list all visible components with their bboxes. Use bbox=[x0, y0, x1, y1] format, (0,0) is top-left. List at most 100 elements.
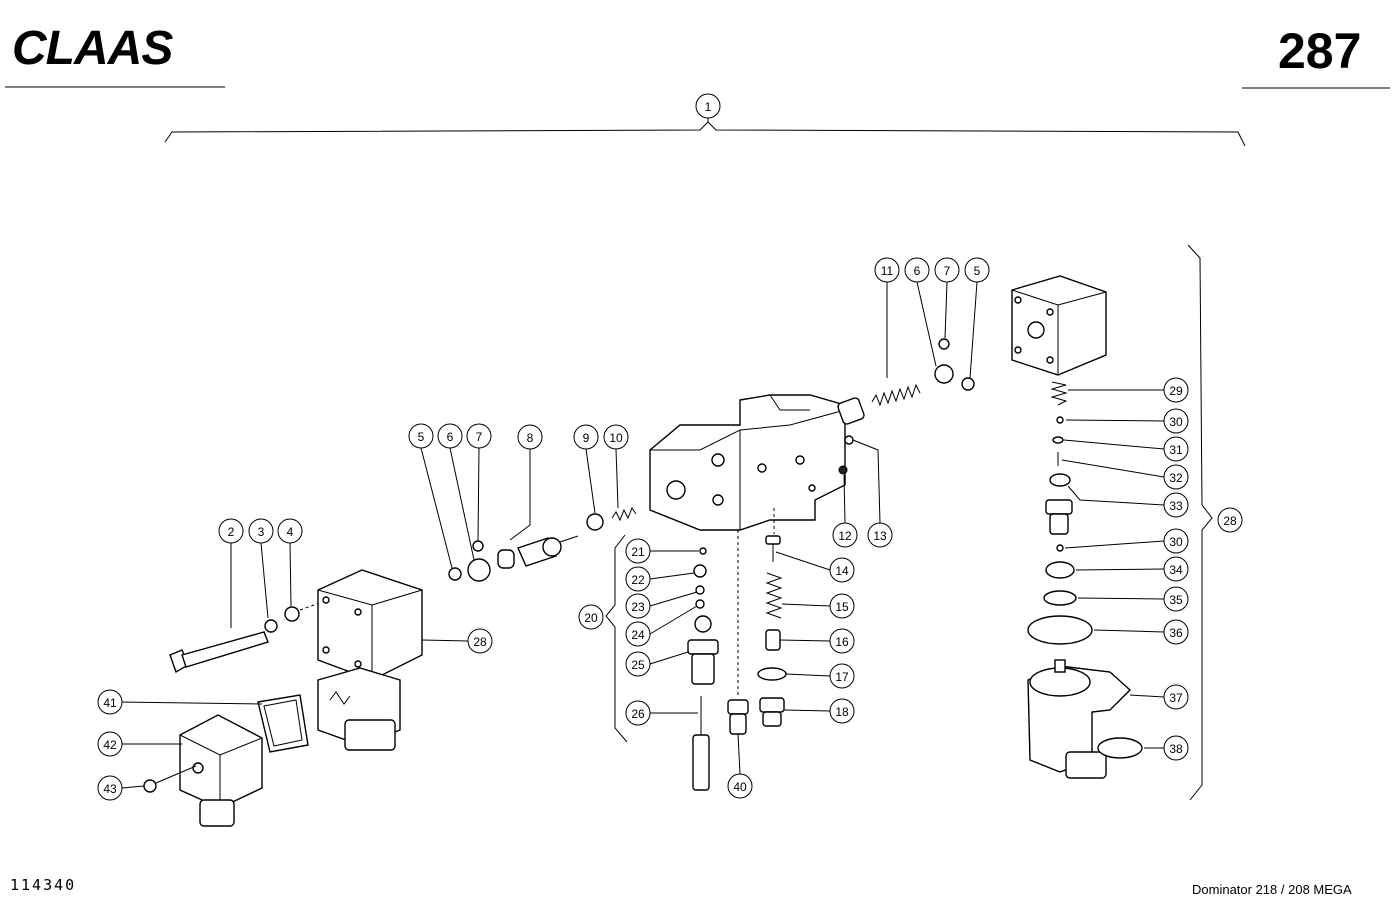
callout-leader bbox=[779, 639, 831, 642]
callout-leader bbox=[449, 447, 475, 561]
ring-5-top bbox=[961, 377, 975, 391]
callout-leader bbox=[121, 785, 145, 789]
page-number: 287 bbox=[1278, 23, 1361, 79]
ring-6-left bbox=[467, 558, 491, 582]
callout-label: 30 bbox=[1169, 535, 1183, 549]
valve-insert-right bbox=[1045, 499, 1073, 535]
callout-balloon bbox=[578, 604, 604, 630]
callout-balloon bbox=[625, 700, 651, 726]
callout-label: 6 bbox=[447, 430, 454, 444]
callout-label: 4 bbox=[287, 525, 294, 539]
callout-balloon bbox=[625, 651, 651, 677]
callout-leader bbox=[843, 474, 846, 524]
callout-leader bbox=[916, 281, 937, 367]
valve-insert-25 bbox=[687, 639, 719, 685]
callout-label: 13 bbox=[873, 529, 887, 543]
solenoid-28-left bbox=[317, 569, 423, 751]
callout-label: 28 bbox=[1223, 514, 1237, 528]
callout-label: 14 bbox=[835, 564, 849, 578]
callout-leader bbox=[420, 447, 453, 569]
callout-leader bbox=[615, 448, 619, 509]
callout-leader bbox=[1093, 629, 1165, 633]
callout-label: 15 bbox=[835, 600, 849, 614]
ball-21 bbox=[699, 547, 707, 555]
ring-6-top bbox=[934, 364, 954, 384]
pin-26 bbox=[692, 696, 710, 791]
callout-balloon bbox=[1163, 464, 1189, 490]
ball-30-bottom bbox=[1056, 544, 1064, 552]
ring-31 bbox=[1052, 436, 1064, 444]
callout-leader bbox=[775, 551, 831, 571]
callout-label: 38 bbox=[1169, 742, 1183, 756]
spool-8 bbox=[497, 535, 579, 569]
callout-label: 30 bbox=[1169, 415, 1183, 429]
callout-label: 9 bbox=[583, 431, 590, 445]
callout-balloon bbox=[829, 663, 855, 689]
callout-balloon bbox=[964, 257, 990, 283]
callout-label: 35 bbox=[1169, 593, 1183, 607]
plug-12 bbox=[838, 465, 848, 475]
callout-leader bbox=[260, 542, 269, 619]
washer-4 bbox=[284, 606, 300, 622]
callout-balloon bbox=[1163, 377, 1189, 403]
callout-leader bbox=[121, 701, 263, 705]
callout-balloon bbox=[625, 538, 651, 564]
screw-43 bbox=[143, 765, 197, 793]
callout-label: 16 bbox=[835, 635, 849, 649]
ring-25 bbox=[694, 615, 712, 633]
callout-balloon bbox=[867, 522, 893, 548]
callout-balloon bbox=[1163, 556, 1189, 582]
coil-37 bbox=[1027, 659, 1132, 779]
callout-label: 17 bbox=[835, 670, 849, 684]
callout-label: 43 bbox=[103, 782, 117, 796]
callout-label: 1 bbox=[705, 100, 712, 114]
callout-leader bbox=[783, 709, 831, 712]
callout-label: 6 bbox=[914, 264, 921, 278]
callout-leader bbox=[1064, 540, 1165, 549]
callout-balloon bbox=[467, 628, 493, 654]
callout-label: 25 bbox=[631, 658, 645, 672]
valve-block bbox=[649, 394, 846, 531]
callout-balloon bbox=[829, 593, 855, 619]
callout-balloon bbox=[625, 621, 651, 647]
callout-balloon bbox=[1163, 436, 1189, 462]
callout-label: 11 bbox=[881, 264, 894, 278]
ring-7-left bbox=[472, 540, 484, 552]
ring-9 bbox=[586, 513, 604, 531]
callout-balloon bbox=[625, 593, 651, 619]
spring-29 bbox=[1050, 381, 1068, 406]
brand-logo: CLAAS bbox=[12, 22, 173, 75]
callout-label: 23 bbox=[631, 600, 645, 614]
ring-38 bbox=[1097, 737, 1143, 759]
callout-label: 40 bbox=[733, 780, 747, 794]
assembly-brace-left bbox=[605, 534, 628, 743]
callout-label: 24 bbox=[631, 628, 645, 642]
callout-leader bbox=[852, 439, 881, 524]
callout-balloon bbox=[277, 518, 303, 544]
callout-balloon bbox=[934, 257, 960, 283]
callout-balloon bbox=[218, 518, 244, 544]
ring-33 bbox=[1049, 473, 1071, 487]
callout-label: 8 bbox=[527, 431, 534, 445]
nut-34 bbox=[1045, 561, 1075, 579]
callout-label: 32 bbox=[1169, 471, 1183, 485]
callout-leader bbox=[1063, 439, 1165, 450]
callout-balloon bbox=[1163, 619, 1189, 645]
callout-balloon bbox=[874, 257, 900, 283]
callout-leader bbox=[944, 281, 948, 339]
connector-42 bbox=[179, 714, 263, 827]
callout-label: 10 bbox=[609, 431, 623, 445]
callout-label: 42 bbox=[103, 738, 117, 752]
callout-balloon bbox=[829, 557, 855, 583]
ring-17 bbox=[757, 667, 787, 681]
model-name: Dominator 218 / 208 MEGA bbox=[1192, 882, 1352, 897]
callout-leader bbox=[421, 639, 469, 642]
plug-13 bbox=[844, 435, 854, 445]
assembly-brace-top bbox=[164, 121, 1246, 147]
fitting-18 bbox=[759, 697, 785, 727]
callout-label: 26 bbox=[631, 707, 645, 721]
callout-label: 12 bbox=[838, 529, 852, 543]
callout-leader bbox=[649, 651, 689, 665]
callout-leader bbox=[1129, 694, 1165, 698]
